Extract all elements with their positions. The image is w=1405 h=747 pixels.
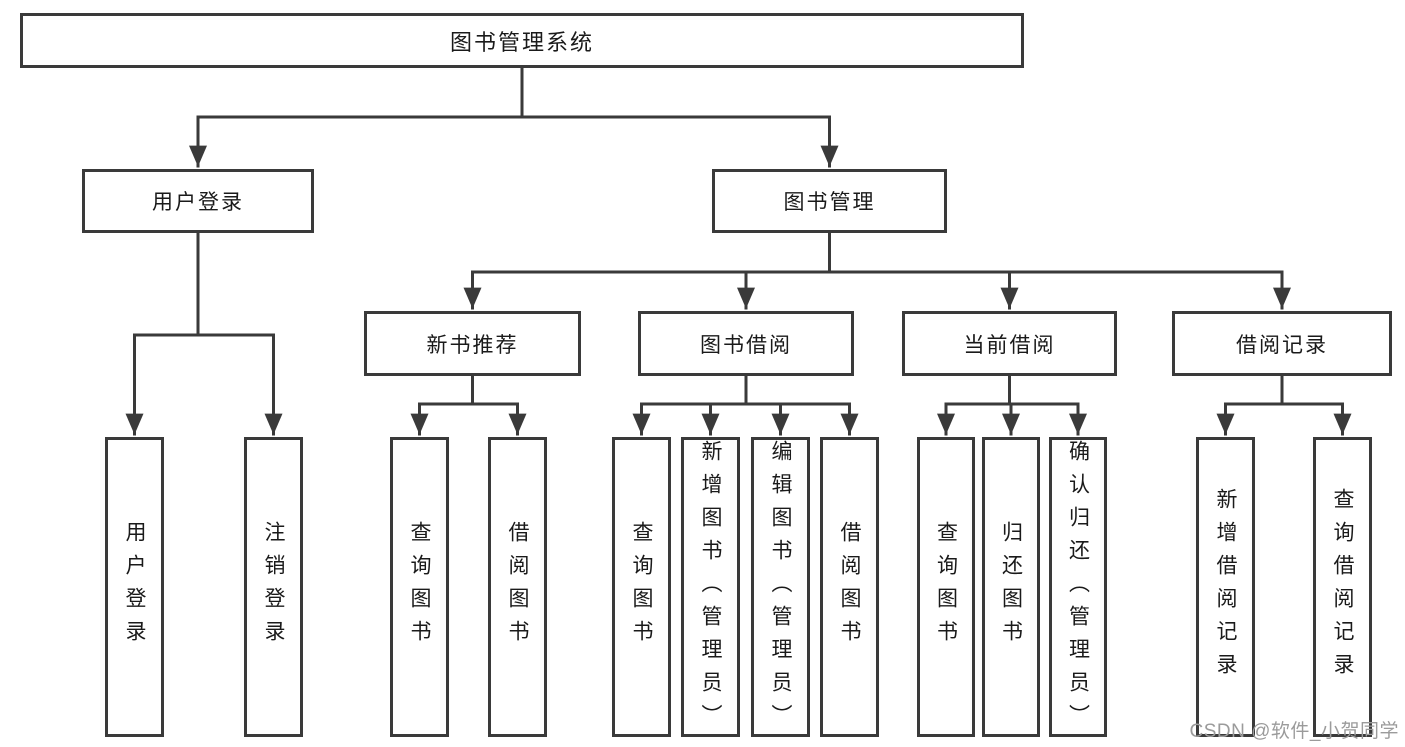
connector-current-split [937, 374, 1087, 436]
connector-root-split [189, 66, 839, 168]
leaf-current-search-books: 查询图书 [917, 437, 975, 737]
leaf-borrow-add-books-admin: 新增图书（管理员） [681, 437, 740, 737]
node-new-book-recommendation: 新书推荐 [364, 311, 581, 376]
leaf-current-confirm-return-admin: 确认归还（管理员） [1049, 437, 1107, 737]
connector-book-management-split [463, 231, 1291, 310]
leaf-recommend-borrow-books: 借阅图书 [488, 437, 547, 737]
node-book-management: 图书管理 [712, 169, 947, 233]
csdn-watermark: CSDN @软件_小贺同学 [1189, 721, 1399, 742]
leaf-current-return-books: 归还图书 [982, 437, 1040, 737]
leaf-records-add-record: 新增借阅记录 [1196, 437, 1255, 737]
leaf-borrow-edit-books-admin: 编辑图书（管理员） [751, 437, 810, 737]
leaf-borrow-borrow-books: 借阅图书 [820, 437, 879, 737]
connector-records-split [1216, 374, 1352, 436]
connector-borrowing-split [632, 374, 859, 436]
connector-recommendation-split [410, 374, 527, 436]
node-borrowing-records: 借阅记录 [1172, 311, 1392, 376]
leaf-logout: 注销登录 [244, 437, 303, 737]
leaf-recommend-search-books: 查询图书 [390, 437, 449, 737]
node-current-borrowing: 当前借阅 [902, 311, 1117, 376]
leaf-records-search-record: 查询借阅记录 [1313, 437, 1372, 737]
node-library-management-system: 图书管理系统 [20, 13, 1024, 68]
leaf-user-login: 用户登录 [105, 437, 164, 737]
node-book-borrowing: 图书借阅 [638, 311, 854, 376]
connector-user-login-split [125, 231, 283, 436]
node-user-login: 用户登录 [82, 169, 314, 233]
leaf-borrow-search-books: 查询图书 [612, 437, 671, 737]
